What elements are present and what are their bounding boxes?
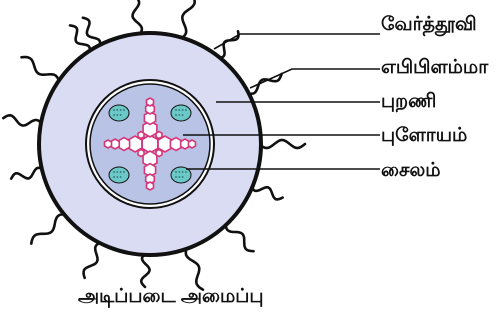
wavy-hair-icon	[186, 246, 203, 289]
phloem-patch-icon	[109, 105, 129, 121]
label-xylem: சைலம்	[381, 161, 441, 180]
wavy-hair-icon	[133, 0, 142, 36]
wavy-hair-icon	[3, 115, 42, 125]
wavy-hair-icon	[141, 253, 149, 287]
label-epiblema: எபிபிளம்மா	[381, 58, 488, 77]
wavy-hair-icon	[226, 222, 254, 251]
wavy-hair-icon	[251, 185, 283, 200]
phloem-patch-icon	[109, 167, 129, 183]
wavy-hair-icon	[11, 168, 44, 179]
wavy-hair-icon	[22, 57, 60, 83]
diagram-caption: அடிப்படை அமைப்பு	[78, 287, 264, 306]
label-pericycle: புளோயம்	[381, 126, 467, 145]
wavy-hair-icon	[84, 242, 103, 278]
wavy-hair-icon	[180, 0, 195, 39]
leader-epiblema	[250, 69, 380, 88]
label-root-hair: வேர்த்தூவி	[381, 15, 477, 34]
wavy-hair-icon	[83, 18, 100, 48]
wavy-hair-icon	[259, 140, 305, 148]
wavy-hair-icon	[31, 214, 66, 244]
phloem-patch-icon	[171, 105, 191, 121]
label-cortex: புறணி	[381, 92, 436, 111]
